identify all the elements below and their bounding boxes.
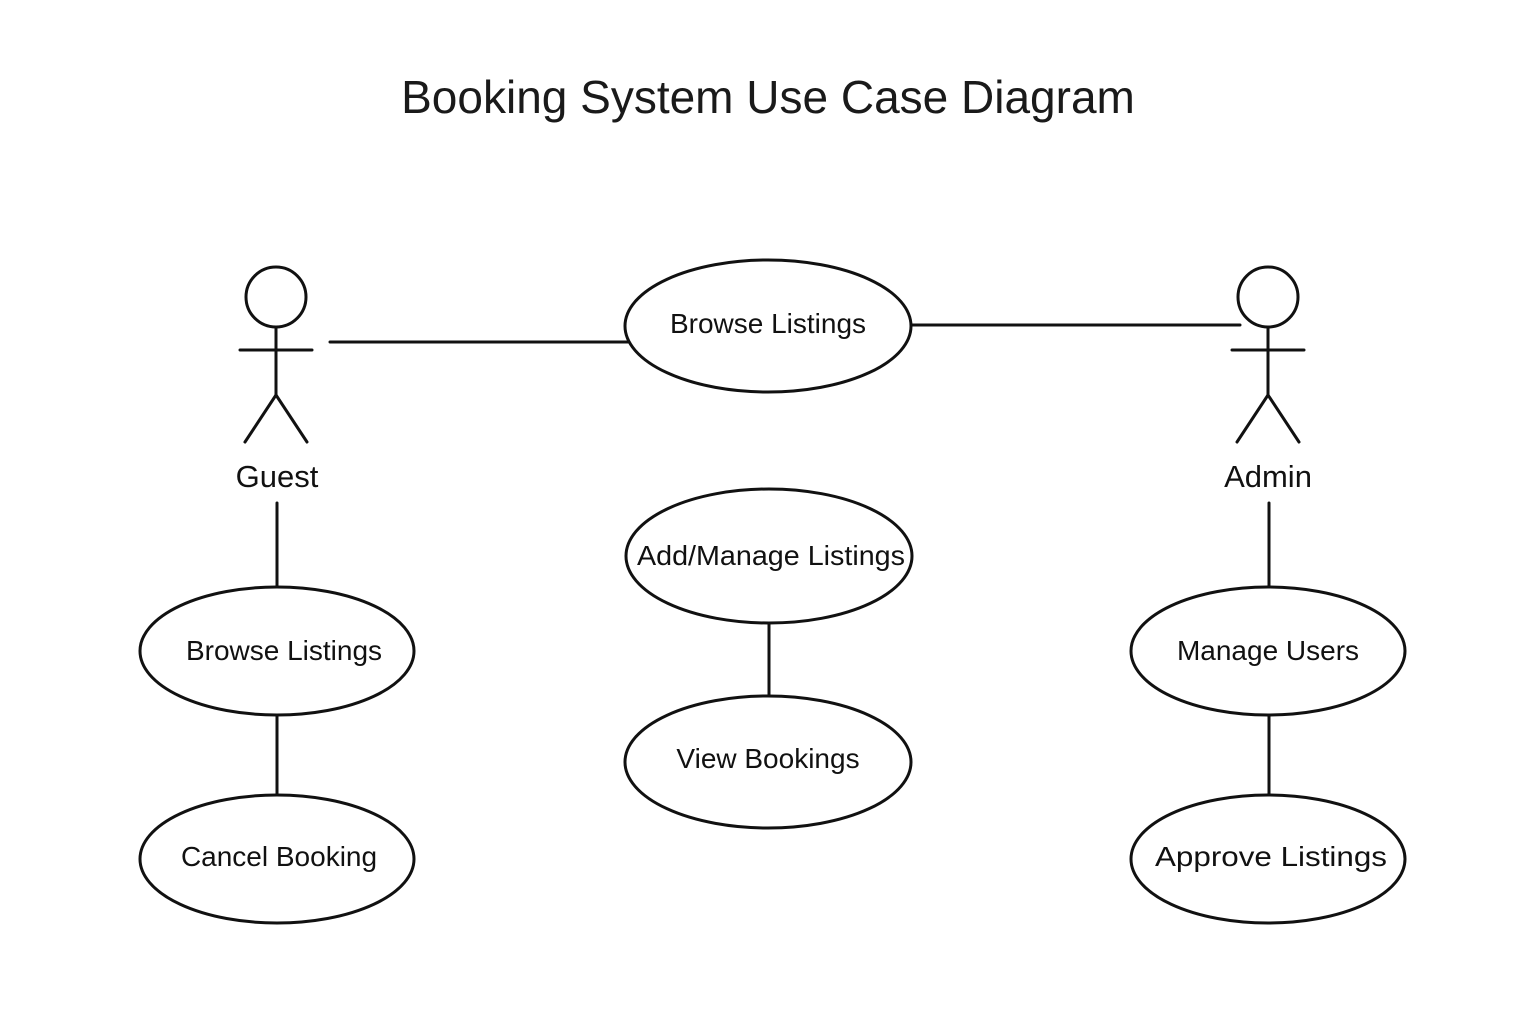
admin-actor-head — [1236, 265, 1300, 329]
use-case-ellipse — [1129, 585, 1407, 717]
guest-actor-left-leg — [243, 393, 278, 444]
use-case-label: Approve Listings — [1155, 841, 1387, 872]
guest-actor-label: Guest — [236, 459, 319, 494]
use-case-ellipse — [624, 487, 914, 625]
admin-actor-right-leg — [1266, 393, 1301, 444]
use-case-view-bookings: View Bookings — [623, 694, 913, 830]
use-case-ellipse — [138, 585, 416, 717]
guest-actor-head — [244, 265, 308, 329]
use-case-label: Add/Manage Listings — [637, 540, 905, 571]
guest-actor-right-leg — [274, 393, 309, 444]
use-case-label: Manage Users — [1177, 635, 1359, 666]
use-case-cancel-booking: Cancel Booking — [138, 793, 416, 925]
use-case-label: View Bookings — [676, 743, 859, 774]
use-case-ellipse — [623, 258, 913, 394]
guest-actor: Guest — [236, 265, 319, 494]
use-case-manage-users: Manage Users — [1129, 585, 1407, 717]
use-case-ellipse — [623, 694, 913, 830]
admin-actor-label: Admin — [1224, 459, 1312, 494]
use-case-approve-listings: Approve Listings — [1129, 793, 1407, 925]
admin-actor-left-leg — [1235, 393, 1270, 444]
diagram-title: Booking System Use Case Diagram — [401, 71, 1135, 123]
use-case-add-manage-listings: Add/Manage Listings — [624, 487, 914, 625]
use-case-label: Browse Listings — [186, 635, 382, 666]
use-case-label: Browse Listings — [670, 308, 866, 339]
use-case-ellipse — [1129, 793, 1407, 925]
use-case-ellipse — [138, 793, 416, 925]
use-case-label: Cancel Booking — [181, 841, 377, 872]
use-case-browse-listings-top: Browse Listings — [623, 258, 913, 394]
admin-actor: Admin — [1224, 265, 1312, 494]
use-case-browse-listings-guest: Browse Listings — [138, 585, 416, 717]
